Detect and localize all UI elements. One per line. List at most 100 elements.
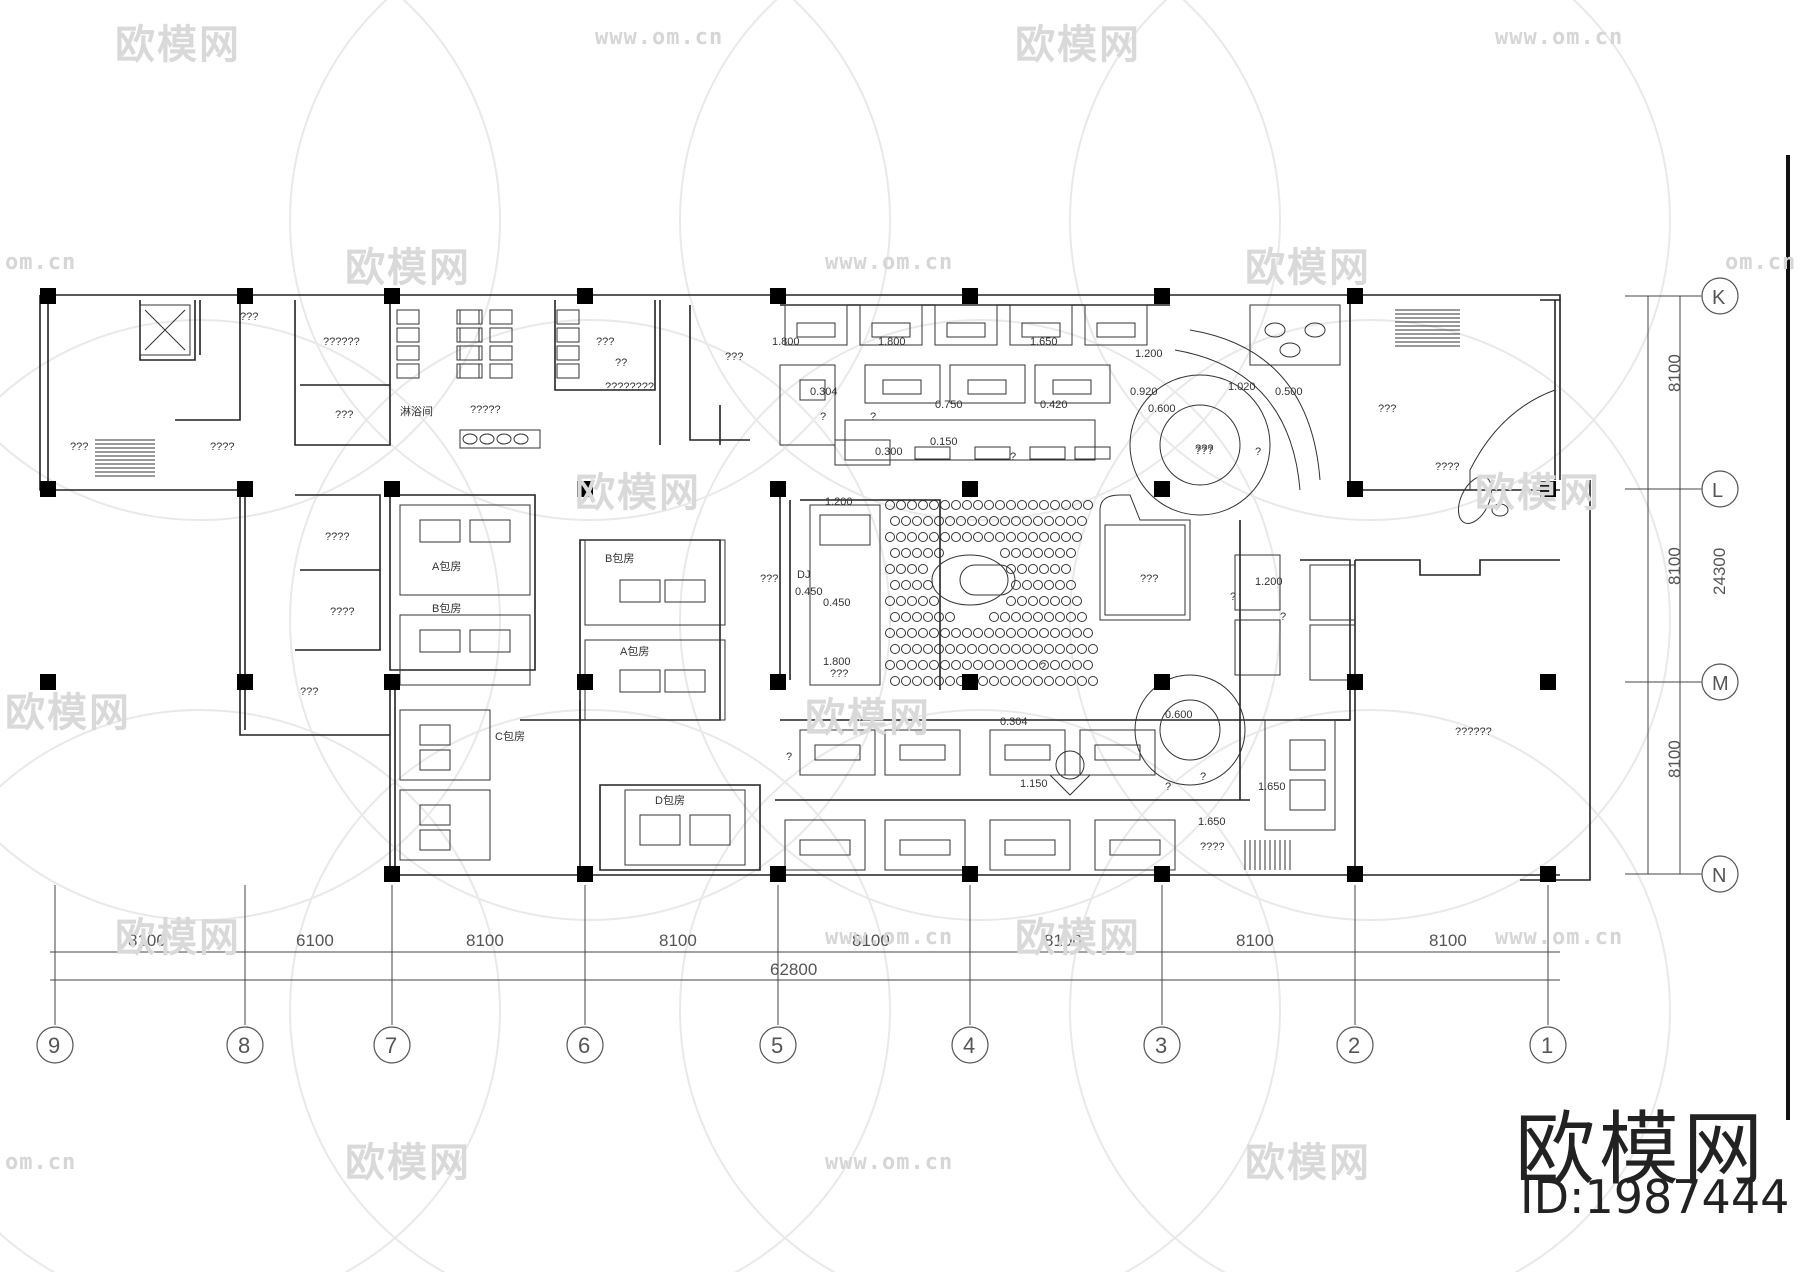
- sofa: [796, 322, 836, 338]
- toilet-stall: [489, 309, 513, 325]
- brand-logo-text: 欧模网: [1515, 1103, 1767, 1196]
- seat: [945, 644, 955, 654]
- seat: [1055, 548, 1065, 558]
- seat: [1006, 500, 1016, 510]
- seat: [1011, 548, 1021, 558]
- seat: [1061, 596, 1071, 606]
- watermark-url: www.om.cn: [825, 250, 954, 275]
- room-label: ?: [1230, 591, 1236, 603]
- seat: [918, 564, 928, 574]
- seat: [885, 596, 895, 606]
- grid-bubble-label: 2: [1348, 1033, 1360, 1058]
- seat: [1011, 516, 1021, 526]
- level-mark: 0.304: [810, 386, 838, 398]
- seat: [1039, 564, 1049, 574]
- seat: [918, 596, 928, 606]
- dimension-text: 8100: [1429, 931, 1467, 950]
- structural-columns: [40, 288, 1556, 882]
- watermark-arcs: [0, 0, 1671, 1272]
- room-label: ???: [1195, 443, 1213, 455]
- sofa: [1004, 839, 1056, 856]
- seat: [896, 500, 906, 510]
- seat: [929, 532, 939, 542]
- column: [770, 481, 786, 497]
- seat: [896, 660, 906, 670]
- level-mark: 1.650: [1258, 781, 1286, 793]
- seat: [929, 628, 939, 638]
- sofa: [1096, 322, 1136, 338]
- room-label: A包房: [620, 645, 649, 658]
- curved-sofa: [1174, 349, 1301, 491]
- seat: [978, 644, 988, 654]
- column: [237, 674, 253, 690]
- seat: [923, 548, 933, 558]
- seat: [978, 676, 988, 686]
- dj-console: [819, 514, 871, 546]
- seat: [907, 532, 917, 542]
- sofa: [689, 814, 731, 846]
- sofa: [1094, 744, 1141, 761]
- column: [577, 481, 593, 497]
- column: [384, 288, 400, 304]
- watermark-url: www.om.cn: [825, 1150, 954, 1175]
- chair: [1304, 322, 1326, 338]
- toilet-stall: [556, 309, 580, 325]
- sofa: [469, 519, 511, 543]
- seat: [918, 532, 928, 542]
- ktv-booth: [784, 304, 848, 346]
- seat: [923, 676, 933, 686]
- toilet-stall: [396, 327, 420, 343]
- level-mark: 1.150: [1020, 778, 1048, 790]
- room-label: ????: [330, 606, 354, 618]
- column: [237, 288, 253, 304]
- seat: [890, 644, 900, 654]
- seat: [1039, 628, 1049, 638]
- room-label: ???: [760, 573, 778, 585]
- seat: [1083, 628, 1093, 638]
- seat: [1066, 548, 1076, 558]
- ktv-booth: [989, 729, 1066, 776]
- room-label: ????: [1200, 841, 1224, 853]
- sofa: [664, 669, 706, 693]
- sofa: [639, 814, 681, 846]
- toilet-stall: [556, 345, 580, 361]
- vip-booth: [1249, 304, 1341, 366]
- wall: [175, 300, 241, 421]
- level-mark: 0.500: [1275, 386, 1303, 398]
- seat: [1028, 532, 1038, 542]
- column: [384, 481, 400, 497]
- watermark-logo: 欧模网: [115, 915, 241, 961]
- seat: [1011, 580, 1021, 590]
- seat: [901, 644, 911, 654]
- seat: [901, 548, 911, 558]
- stage-platform: [959, 564, 1016, 596]
- column: [770, 674, 786, 690]
- level-mark: 0.304: [1000, 716, 1028, 728]
- lounge-chair: [1491, 503, 1509, 517]
- seat: [885, 500, 895, 510]
- watermark-url-short: om.cn: [5, 250, 77, 275]
- seat: [1050, 628, 1060, 638]
- seat: [918, 660, 928, 670]
- lounge-sofa: [1457, 476, 1493, 524]
- ktv-booth: [934, 304, 998, 346]
- seat: [973, 532, 983, 542]
- seat: [1039, 596, 1049, 606]
- seat: [984, 628, 994, 638]
- room-label: ?: [1165, 781, 1171, 793]
- seat: [934, 548, 944, 558]
- curved-sofa: [1189, 329, 1321, 481]
- seat: [1061, 628, 1071, 638]
- seat: [907, 628, 917, 638]
- column: [770, 288, 786, 304]
- room-label: ???: [1195, 445, 1213, 457]
- furniture-details: [95, 304, 1556, 871]
- watermark-arc: [1069, 319, 1671, 921]
- seat: [885, 564, 895, 574]
- sofa: [619, 579, 661, 603]
- dimension-text: 8100: [466, 931, 504, 950]
- watermark-logo: 欧模网: [345, 245, 471, 291]
- grid-bubble: [566, 1026, 604, 1064]
- seat: [1044, 644, 1054, 654]
- bar-stool-row: [1074, 446, 1111, 460]
